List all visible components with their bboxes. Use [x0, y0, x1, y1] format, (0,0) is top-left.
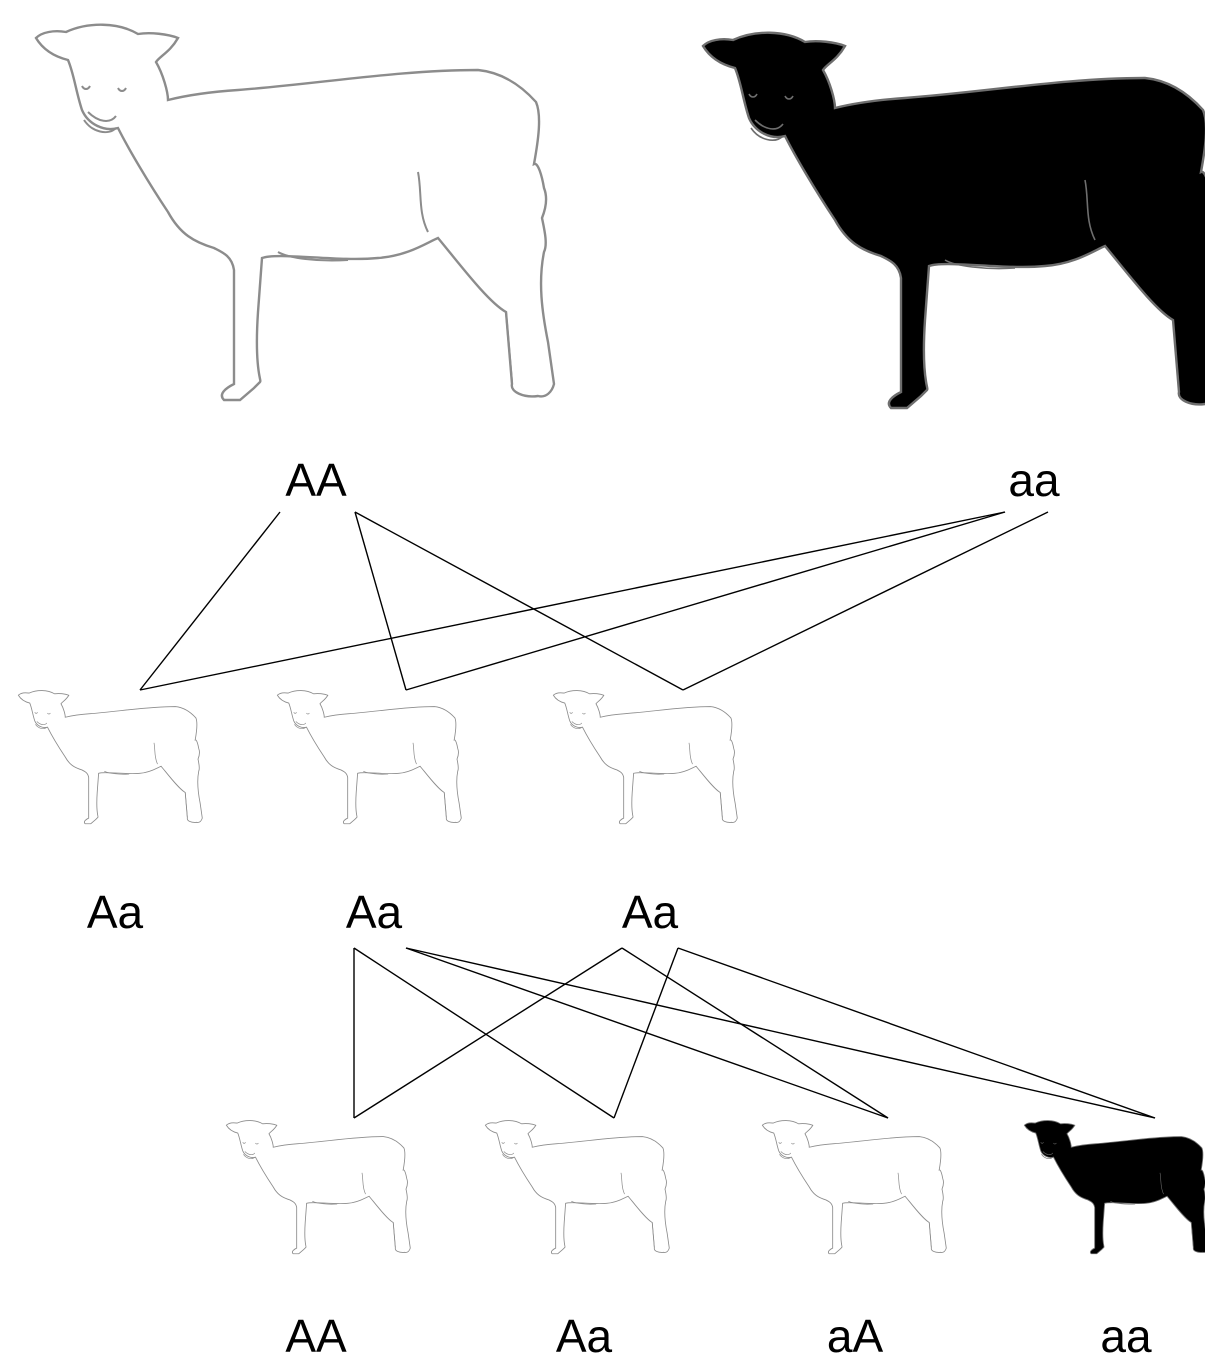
cross-lines-f1-to-f2 — [353, 947, 1156, 1119]
inheritance-line — [353, 947, 615, 1119]
f2-sheep-white — [226, 1121, 410, 1254]
inheritance-line — [405, 947, 889, 1119]
inheritance-line — [354, 511, 684, 691]
parent-sheep-black — [703, 33, 1205, 408]
inheritance-line — [405, 511, 1006, 691]
f2-sheep-white — [485, 1121, 669, 1254]
inheritance-line — [621, 947, 889, 1119]
parent-genotype-label: AA — [285, 454, 347, 506]
f1-genotype-label: Aa — [346, 886, 403, 938]
cross-lines-parents-to-f1 — [139, 511, 1049, 691]
f1-genotype-label: Aa — [87, 886, 144, 938]
inheritance-line — [139, 511, 1006, 691]
inheritance-line — [405, 947, 1156, 1119]
f1-sheep-white — [277, 691, 461, 824]
inheritance-line — [677, 947, 1156, 1119]
inheritance-line — [139, 511, 281, 691]
parent-genotype-label: aa — [1008, 454, 1060, 506]
parent-sheep-white — [36, 25, 554, 400]
f1-genotype-label: Aa — [622, 886, 679, 938]
inheritance-line — [354, 511, 407, 691]
f2-genotype-label: aa — [1100, 1310, 1152, 1360]
inheritance-line — [682, 511, 1049, 691]
f1-sheep-white — [553, 691, 737, 824]
f2-sheep-black — [1024, 1121, 1205, 1254]
f2-genotype-label: AA — [285, 1310, 347, 1360]
f1-sheep-white — [18, 691, 202, 824]
inheritance-line — [353, 947, 623, 1119]
f2-genotype-label: Aa — [556, 1310, 613, 1360]
f2-genotype-label: aA — [827, 1310, 884, 1360]
f2-sheep-white — [762, 1121, 946, 1254]
